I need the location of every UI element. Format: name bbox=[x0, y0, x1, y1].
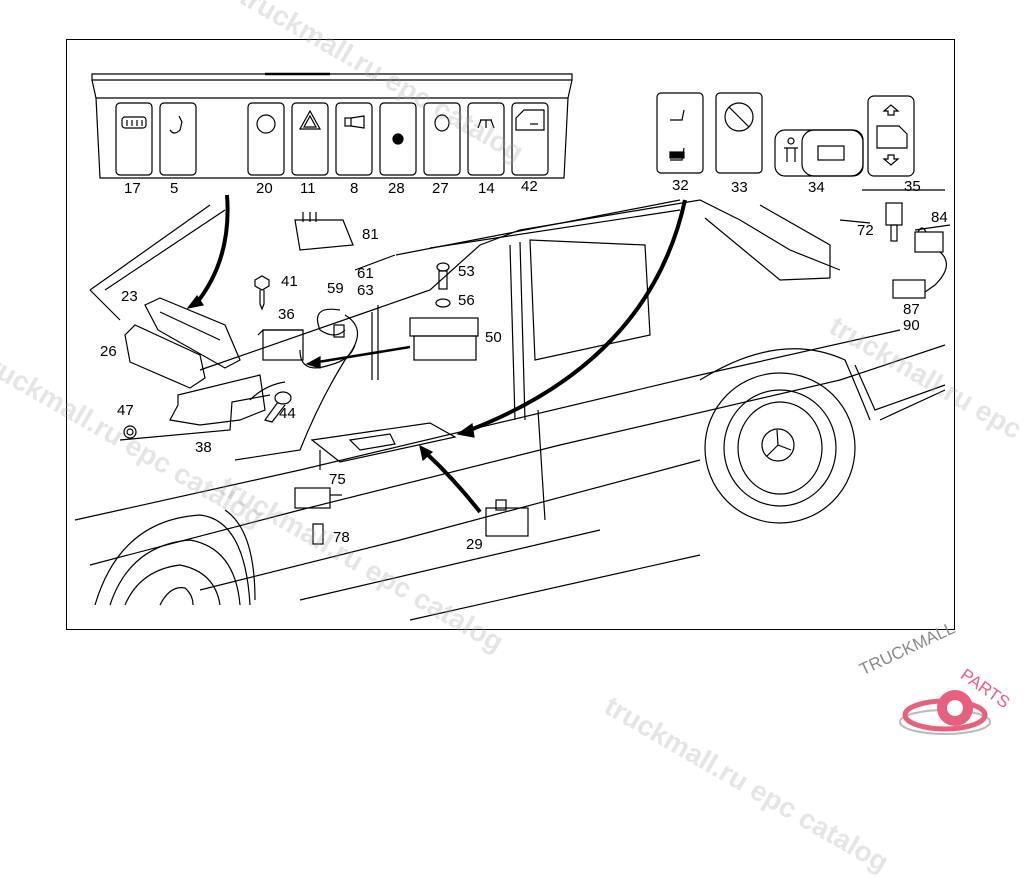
part-47 bbox=[123, 425, 137, 439]
part-36 bbox=[257, 329, 304, 361]
part-23 bbox=[144, 297, 241, 369]
label-28: 28 bbox=[388, 180, 405, 197]
diagram-frame bbox=[66, 39, 955, 630]
leader-lines bbox=[319, 189, 951, 470]
label-36: 36 bbox=[278, 306, 295, 323]
label-53: 53 bbox=[458, 263, 475, 280]
label-59: 59 bbox=[327, 280, 344, 297]
label-81: 81 bbox=[362, 226, 379, 243]
part-87 bbox=[892, 279, 926, 299]
label-56: 56 bbox=[458, 292, 475, 309]
label-75: 75 bbox=[329, 471, 346, 488]
part-59 bbox=[316, 308, 346, 338]
switch-panel bbox=[91, 72, 573, 179]
label-34: 34 bbox=[808, 179, 825, 196]
part-81 bbox=[294, 212, 354, 251]
switch-17[interactable] bbox=[115, 102, 153, 176]
label-23: 23 bbox=[121, 288, 138, 305]
part-72 bbox=[885, 202, 903, 242]
label-17: 17 bbox=[124, 180, 141, 197]
front-wheel bbox=[94, 509, 256, 606]
parts-diagram bbox=[74, 72, 951, 621]
label-42: 42 bbox=[521, 178, 538, 195]
rear-wheel bbox=[699, 348, 871, 524]
label-47: 47 bbox=[117, 402, 134, 419]
label-5: 5 bbox=[170, 180, 179, 197]
label-50: 50 bbox=[485, 329, 502, 346]
part-26 bbox=[124, 324, 206, 389]
label-78: 78 bbox=[333, 529, 350, 546]
part-75 bbox=[310, 422, 457, 463]
switch-20[interactable] bbox=[247, 102, 285, 176]
part-38 bbox=[169, 374, 266, 426]
part-50 bbox=[409, 317, 479, 361]
switch-32[interactable] bbox=[656, 92, 704, 174]
switch-8[interactable] bbox=[335, 102, 373, 176]
truckmallparts-logo: TRUCKMALL PARTS bbox=[857, 618, 1024, 750]
switch-35[interactable] bbox=[867, 95, 915, 177]
wiring bbox=[234, 314, 359, 461]
label-38: 38 bbox=[195, 439, 212, 456]
label-44: 44 bbox=[279, 405, 296, 422]
label-26: 26 bbox=[100, 343, 117, 360]
label-41: 41 bbox=[281, 273, 298, 290]
part-56 bbox=[435, 298, 451, 308]
label-35: 35 bbox=[904, 178, 921, 195]
part-44 bbox=[264, 391, 292, 423]
label-90: 90 bbox=[903, 317, 920, 334]
part-53 bbox=[436, 262, 450, 290]
switch-27[interactable] bbox=[423, 102, 461, 176]
arrows bbox=[186, 194, 687, 514]
label-87: 87 bbox=[903, 301, 920, 318]
part-78 bbox=[312, 523, 324, 545]
switch-28[interactable] bbox=[379, 102, 417, 176]
label-20: 20 bbox=[256, 180, 273, 197]
label-27: 27 bbox=[432, 180, 449, 197]
switch-14[interactable] bbox=[467, 102, 505, 176]
part-29 bbox=[485, 499, 529, 537]
switch-42[interactable] bbox=[511, 102, 549, 176]
switch-34[interactable] bbox=[774, 129, 864, 177]
part-75-switch bbox=[294, 487, 342, 509]
switch-5[interactable] bbox=[159, 102, 197, 176]
switch-11[interactable] bbox=[291, 102, 329, 176]
part-84 bbox=[914, 227, 947, 293]
label-33: 33 bbox=[731, 179, 748, 196]
label-14: 14 bbox=[478, 180, 495, 197]
label-29: 29 bbox=[466, 536, 483, 553]
part-41 bbox=[254, 275, 270, 311]
gear-logo-icon bbox=[899, 690, 991, 735]
label-61: 61 bbox=[357, 265, 374, 282]
label-8: 8 bbox=[350, 180, 359, 197]
label-63: 63 bbox=[357, 282, 374, 299]
car-body-outline bbox=[74, 199, 946, 621]
label-84: 84 bbox=[931, 209, 948, 226]
switch-33[interactable] bbox=[715, 92, 763, 174]
label-32: 32 bbox=[672, 177, 689, 194]
label-72: 72 bbox=[857, 222, 874, 239]
label-11: 11 bbox=[300, 180, 316, 197]
